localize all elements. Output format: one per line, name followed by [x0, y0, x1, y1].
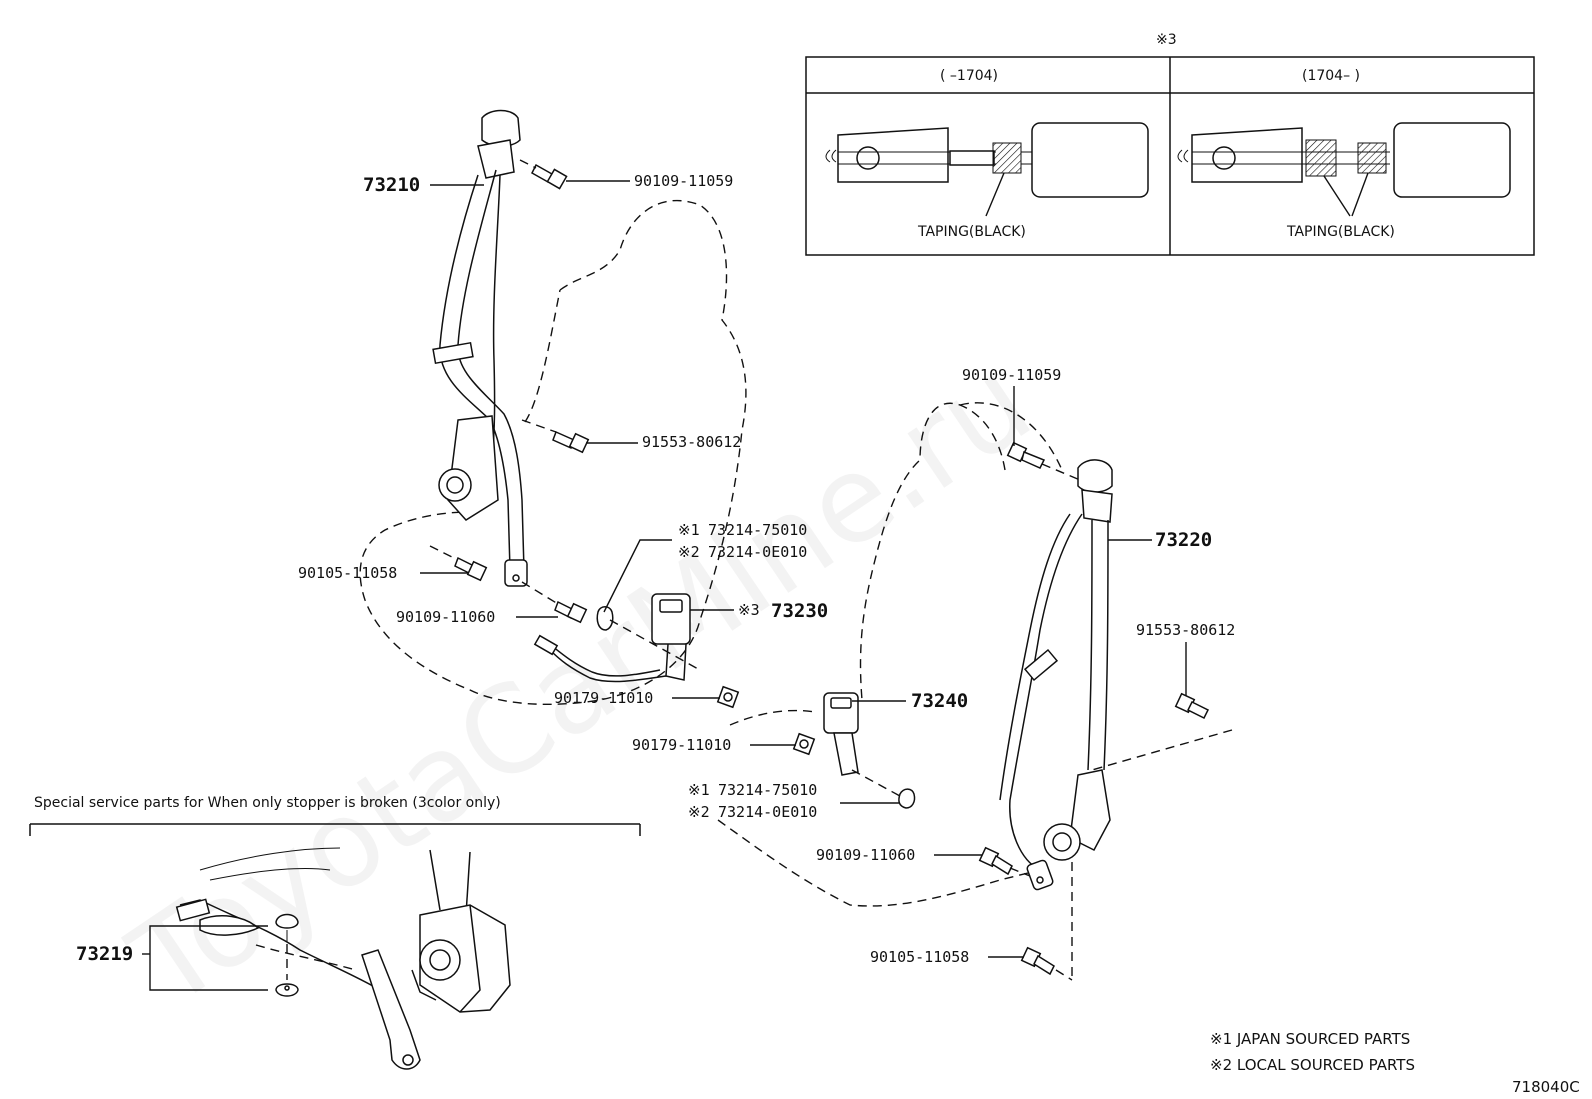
label-left-bolt-mid: 91553-80612: [642, 433, 741, 451]
mark-right-washer-2: ※2: [688, 803, 710, 821]
taping-label-left: TAPING(BLACK): [917, 224, 1026, 240]
special-title: Special service parts for When only stop…: [34, 795, 501, 811]
detail-col-right: (1704– ): [1302, 68, 1360, 84]
right-seat-outline: [717, 402, 1063, 907]
nut-right-icon: [792, 732, 816, 756]
left-seat-outline: [359, 199, 747, 705]
mark-left-washer-2: ※2: [678, 543, 700, 561]
bolt-lower-right-icon: [1020, 946, 1055, 976]
mark-left-washer-1: ※1: [678, 521, 700, 539]
front-seat-belt-right: [999, 459, 1113, 891]
special-service-section: Special service parts for When only stop…: [29, 795, 641, 1070]
label-73230: 73230: [771, 600, 828, 622]
label-left-bolt-top: 90109-11059: [634, 172, 733, 190]
buckle-detail-left: TAPING(BLACK): [825, 122, 1149, 240]
washer-left-icon: [596, 606, 614, 631]
detail-box: ※3 ( –1704) (1704– ) TAPING(BLACK): [805, 32, 1535, 256]
label-left-washer-local: 73214-0E010: [708, 543, 807, 561]
stopper-base-icon: [275, 983, 299, 997]
left-labels: 73210 90109-11059 91553-80612 90105-1105…: [298, 172, 828, 707]
front-seat-belt-left: [432, 109, 528, 587]
buckle-right: [823, 692, 859, 776]
label-73219: 73219: [76, 943, 133, 965]
nut-left-icon: [716, 685, 740, 709]
label-left-bolt-lower: 90105-11058: [298, 564, 397, 582]
legend-item-1: ※1 JAPAN SOURCED PARTS: [1210, 1030, 1410, 1048]
diagram-code: 718040C: [1512, 1078, 1580, 1096]
buckle-left: [533, 593, 691, 683]
label-73240: 73240: [911, 690, 968, 712]
label-right-washer-local: 73214-0E010: [718, 803, 817, 821]
label-right-bolt-lower: 90105-11058: [870, 948, 969, 966]
bolt-top-left-icon: [531, 163, 568, 190]
label-right-washer-jp: 73214-75010: [718, 781, 817, 799]
legend-item-2: ※2 LOCAL SOURCED PARTS: [1210, 1056, 1415, 1074]
bolt-mid-right-icon: [1174, 692, 1210, 720]
bolt-anchor-left-icon: [554, 600, 588, 624]
detail-mark: ※3: [1156, 32, 1177, 48]
right-labels: 90109-11059 73220 91553-80612 73240 9017…: [632, 366, 1235, 966]
label-73210: 73210: [363, 174, 420, 196]
mark-73230: ※3: [738, 601, 760, 619]
label-right-bolt-mid: 91553-80612: [1136, 621, 1235, 639]
label-left-nut: 90179-11010: [554, 689, 653, 707]
label-left-bolt-anchor: 90109-11060: [396, 608, 495, 626]
label-right-bolt-anchor: 90109-11060: [816, 846, 915, 864]
taping-label-right: TAPING(BLACK): [1286, 224, 1395, 240]
left-bolts: [429, 159, 740, 709]
label-73220: 73220: [1155, 529, 1212, 551]
bolt-top-right-icon: [1006, 441, 1046, 469]
washer-right-icon: [898, 788, 916, 809]
stopper-button-icon: [275, 913, 299, 942]
label-left-washer-jp: 73214-75010: [708, 521, 807, 539]
right-bolts: [792, 441, 1233, 981]
label-right-bolt-top: 90109-11059: [962, 366, 1061, 384]
bolt-lower-left-icon: [454, 556, 488, 582]
label-right-nut: 90179-11010: [632, 736, 731, 754]
bolt-mid-left-icon: [552, 430, 590, 454]
bolt-anchor-right-icon: [978, 846, 1013, 876]
legend: ※1 JAPAN SOURCED PARTS ※2 LOCAL SOURCED …: [1210, 1030, 1580, 1096]
buckle-detail-right: TAPING(BLACK): [1177, 122, 1511, 240]
detail-col-left: ( –1704): [940, 68, 998, 84]
mark-right-washer-1: ※1: [688, 781, 710, 799]
